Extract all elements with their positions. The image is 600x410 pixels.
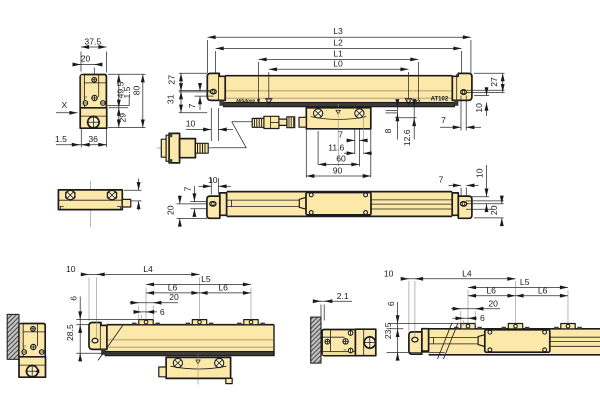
svg-text:20: 20 <box>488 298 498 308</box>
svg-text:10: 10 <box>208 175 218 185</box>
svg-text:1.5: 1.5 <box>55 134 67 144</box>
svg-text:23.5: 23.5 <box>383 322 393 339</box>
svg-text:7: 7 <box>183 186 193 191</box>
svg-text:L0: L0 <box>333 58 343 68</box>
svg-text:X: X <box>62 100 68 110</box>
svg-text:7: 7 <box>441 115 446 125</box>
svg-text:29: 29 <box>117 113 127 123</box>
svg-text:49.5: 49.5 <box>116 81 126 98</box>
svg-text:10: 10 <box>474 103 484 113</box>
svg-text:Mitutoyo: Mitutoyo <box>236 98 255 104</box>
svg-text:20: 20 <box>81 54 91 64</box>
svg-text:10: 10 <box>66 264 76 274</box>
svg-text:6: 6 <box>386 301 396 306</box>
svg-text:L4: L4 <box>143 264 153 274</box>
svg-text:28.5: 28.5 <box>65 324 75 341</box>
svg-text:27: 27 <box>489 77 499 87</box>
svg-text:20: 20 <box>165 205 175 215</box>
svg-text:27: 27 <box>166 75 176 85</box>
svg-text:90: 90 <box>333 165 343 175</box>
svg-text:L4: L4 <box>462 268 472 278</box>
svg-text:L5: L5 <box>201 274 211 284</box>
svg-text:AT102: AT102 <box>431 96 449 102</box>
svg-text:37.5: 37.5 <box>84 37 101 47</box>
svg-text:6: 6 <box>480 313 485 323</box>
svg-text:10: 10 <box>474 168 484 178</box>
svg-text:L2: L2 <box>333 37 343 47</box>
svg-text:7: 7 <box>338 130 343 140</box>
svg-text:8: 8 <box>383 128 393 133</box>
svg-text:10: 10 <box>186 119 196 129</box>
svg-text:20: 20 <box>489 205 499 215</box>
svg-text:7: 7 <box>439 175 444 185</box>
svg-text:1.5: 1.5 <box>122 86 132 98</box>
svg-text:80: 80 <box>132 86 142 96</box>
svg-text:2.1: 2.1 <box>337 291 349 301</box>
svg-text:L6: L6 <box>538 285 548 295</box>
svg-text:L6: L6 <box>486 285 496 295</box>
svg-text:6: 6 <box>69 296 79 301</box>
svg-text:L6: L6 <box>218 282 228 292</box>
svg-text:6: 6 <box>160 307 165 317</box>
svg-text:12.6: 12.6 <box>402 129 412 146</box>
svg-text:20: 20 <box>169 292 179 302</box>
svg-text:31: 31 <box>166 94 176 104</box>
svg-text:7: 7 <box>187 103 197 108</box>
svg-text:L6: L6 <box>168 282 178 292</box>
svg-text:11.6: 11.6 <box>328 142 344 152</box>
svg-text:10: 10 <box>384 268 394 278</box>
svg-text:L3: L3 <box>333 26 343 36</box>
svg-text:L5: L5 <box>520 277 530 287</box>
svg-text:36: 36 <box>88 134 98 144</box>
svg-text:60: 60 <box>336 154 346 164</box>
svg-text:L1: L1 <box>333 48 343 58</box>
